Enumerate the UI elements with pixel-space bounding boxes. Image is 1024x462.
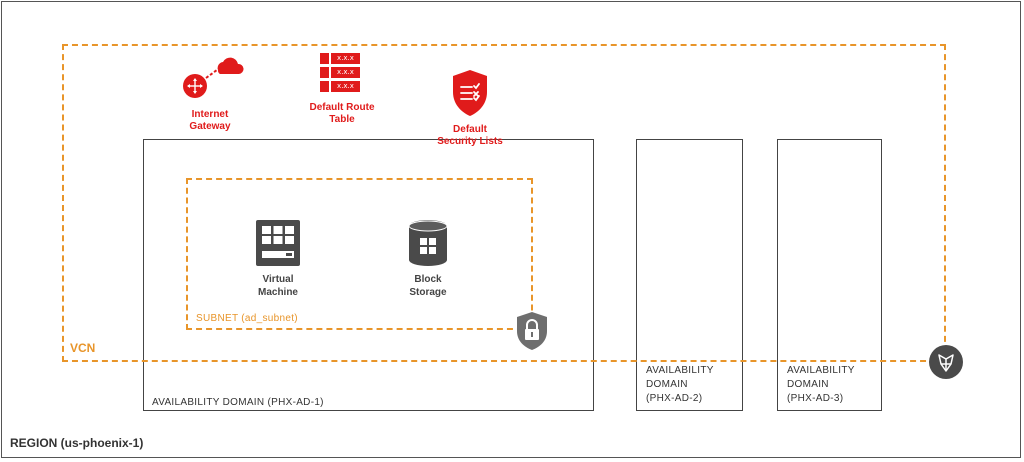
internet-gateway-label: Internet Gateway (189, 109, 231, 132)
availability-domain-2 (636, 139, 743, 411)
route-table-entry: x.x.x (331, 53, 360, 64)
route-table-entry: x.x.x (331, 81, 360, 92)
virtual-machine-icon (256, 220, 300, 266)
route-table-row: x.x.x (320, 53, 360, 64)
vcn-label: VCN (70, 341, 96, 355)
block-storage-label: Block Storage (409, 274, 447, 298)
shield-icon (453, 70, 487, 116)
availability-domain-2-label: AVAILABILITY DOMAIN (PHX-AD-2) (646, 365, 714, 404)
security-lists-label: Default Security Lists (437, 124, 503, 147)
availability-domain-3-label: AVAILABILITY DOMAIN (PHX-AD-3) (787, 365, 855, 404)
internet-gateway-icon (183, 57, 244, 98)
availability-domain-1 (143, 139, 594, 411)
availability-domain-1-label: AVAILABILITY DOMAIN (PHX-AD-1) (152, 397, 324, 408)
route-table-row: x.x.x (320, 81, 360, 92)
dynamic-routing-gateway-icon (929, 345, 963, 379)
route-table-icon: x.x.x x.x.x x.x.x (320, 53, 360, 92)
vcn-boundary (62, 44, 946, 362)
availability-domain-3 (777, 139, 882, 411)
route-table-entry: x.x.x (331, 67, 360, 78)
lock-icon (517, 312, 547, 350)
block-storage-icon (408, 220, 448, 266)
route-table-label: Default Route Table (309, 102, 375, 125)
region-label: REGION (us-phoenix-1) (10, 436, 144, 450)
subnet-boundary (186, 178, 533, 330)
virtual-machine-label: Virtual Machine (257, 274, 298, 298)
route-table-row: x.x.x (320, 67, 360, 78)
subnet-label: SUBNET (ad_subnet) (196, 313, 298, 324)
